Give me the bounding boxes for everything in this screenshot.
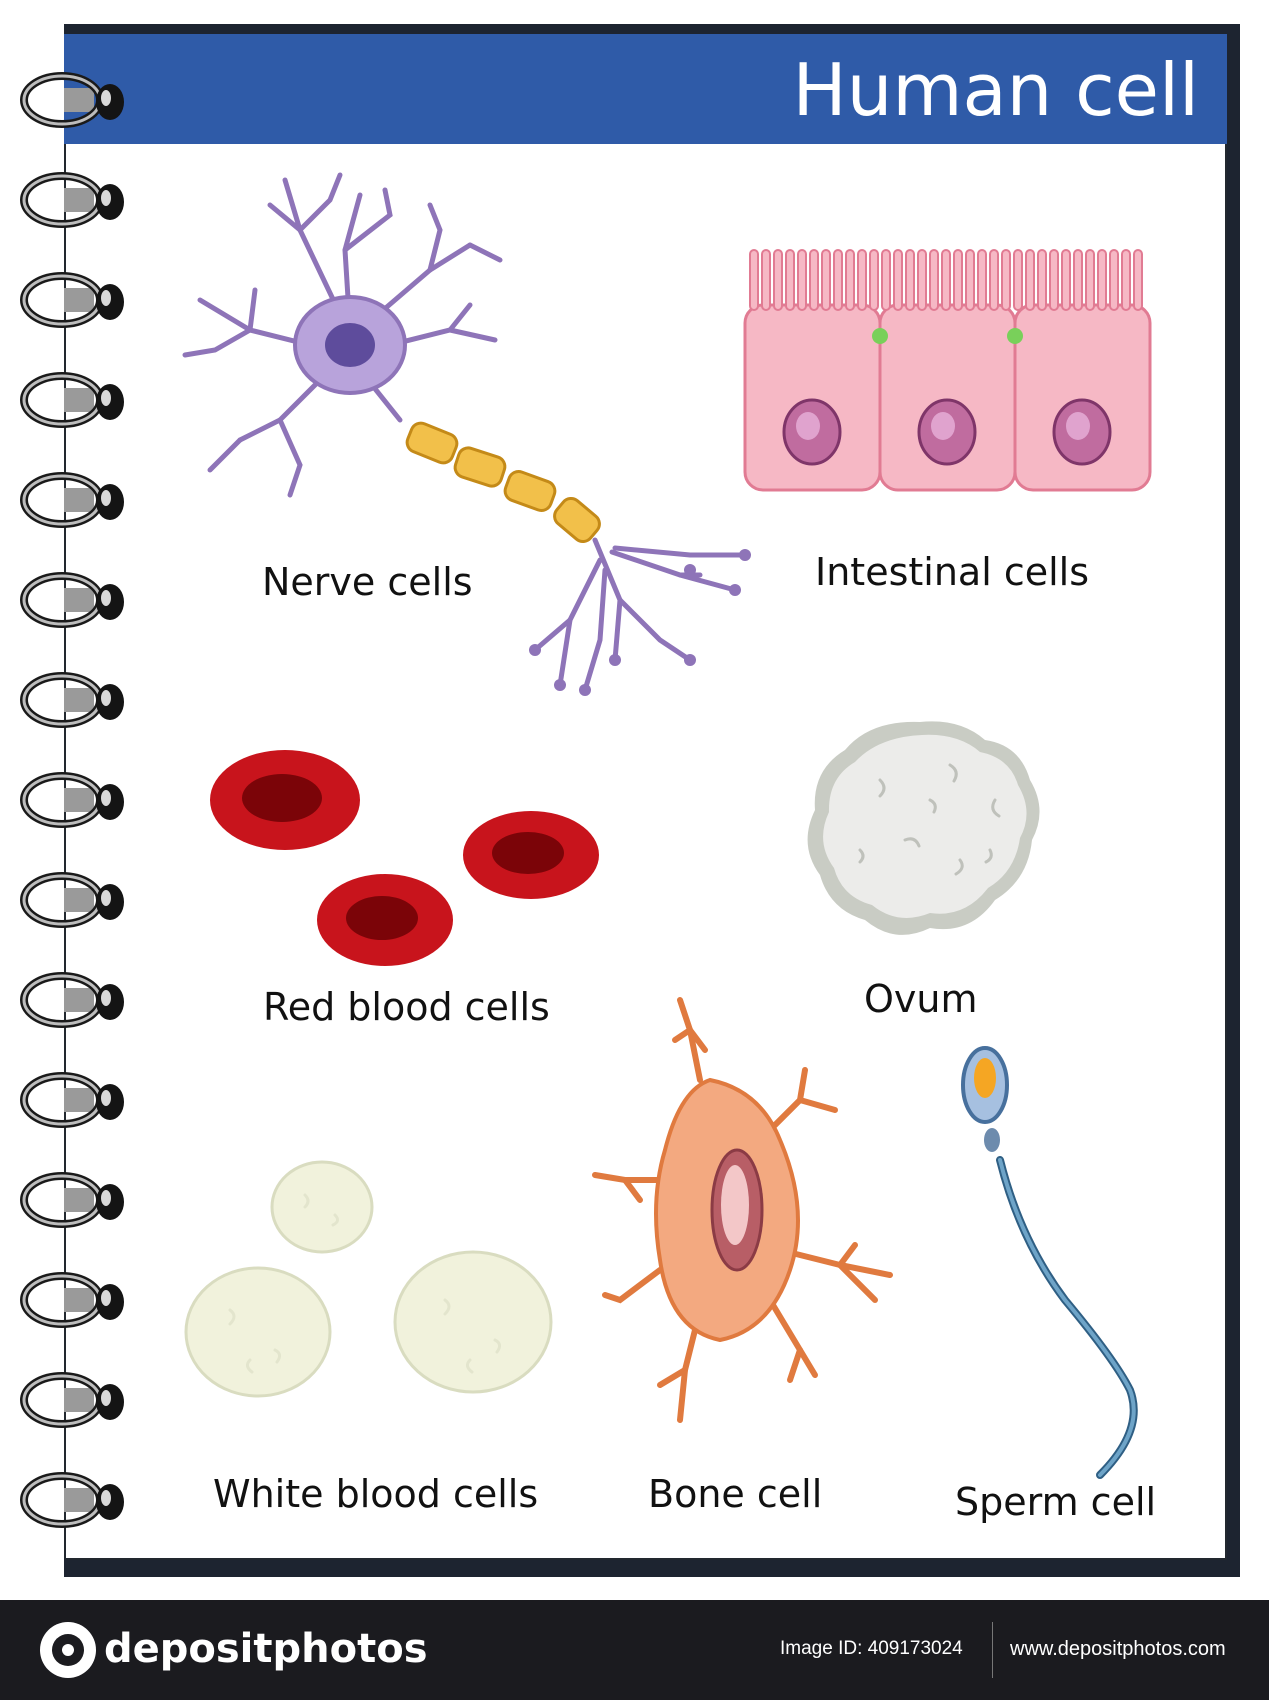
microvillus — [833, 249, 843, 311]
intestinal-cells-illustration — [743, 249, 1152, 492]
nerve-cells-label: Nerve cells — [262, 560, 473, 604]
binding-ring-icon — [20, 672, 124, 728]
microvillus — [881, 249, 891, 311]
microvillus — [965, 249, 975, 311]
binding-ring-icon — [20, 1072, 124, 1128]
microvillus — [869, 249, 879, 311]
microvillus — [977, 249, 987, 311]
ovum-label: Ovum — [864, 977, 978, 1021]
white-blood-cells-label: White blood cells — [213, 1472, 539, 1516]
sperm-cell-label: Sperm cell — [955, 1480, 1157, 1524]
sperm-cell-illustration — [961, 1046, 1138, 1479]
page-title: Human cell — [792, 48, 1199, 132]
title-bar — [64, 34, 1227, 144]
binding-ring-icon — [20, 272, 124, 328]
microvillus — [1073, 249, 1083, 311]
binding-ring-icon — [20, 572, 124, 628]
microvillus — [1049, 249, 1059, 311]
image-id: Image ID: 409173024 — [780, 1638, 963, 1659]
microvillus — [1133, 249, 1143, 311]
microvillus — [821, 249, 831, 311]
microvillus — [773, 249, 783, 311]
white-blood-cells-illustration — [184, 1160, 553, 1398]
binding-ring-icon — [20, 1172, 124, 1228]
nerve-cell-illustration — [182, 172, 751, 696]
ovum-illustration — [807, 721, 1040, 935]
microvillus — [905, 249, 915, 311]
intestinal-cells-label: Intestinal cells — [815, 550, 1090, 594]
microvillus — [761, 249, 771, 311]
microvillus — [953, 249, 963, 311]
microvillus — [1097, 249, 1107, 311]
binding-ring-icon — [20, 1272, 124, 1328]
microvillus — [857, 249, 867, 311]
binding-ring-icon — [20, 772, 124, 828]
binding-ring-icon — [20, 372, 124, 428]
red-blood-cells-label: Red blood cells — [263, 985, 550, 1029]
footer-bar: depositphotos Image ID: 409173024 www.de… — [0, 1600, 1269, 1700]
binding-ring-icon — [20, 72, 124, 128]
bone-cell-illustration — [592, 997, 893, 1423]
microvillus — [941, 249, 951, 311]
microvillus — [1109, 249, 1119, 311]
microvillus — [1001, 249, 1011, 311]
binding-ring-icon — [20, 1472, 124, 1528]
footer-divider — [992, 1622, 993, 1678]
bone-cell-label: Bone cell — [648, 1472, 823, 1516]
microvillus — [809, 249, 819, 311]
binding-ring-icon — [20, 1372, 124, 1428]
binding-ring-icon — [20, 872, 124, 928]
microvillus — [1013, 249, 1023, 311]
website-link[interactable]: www.depositphotos.com — [1010, 1638, 1226, 1660]
binding-ring-icon — [20, 472, 124, 528]
brand-name: depositphotos — [104, 1626, 428, 1672]
microvillus — [845, 249, 855, 311]
microvillus — [797, 249, 807, 311]
microvillus — [929, 249, 939, 311]
notebook: Human cell Nerve cells — [20, 24, 1240, 1577]
microvillus — [1037, 249, 1047, 311]
red-blood-cells-illustration — [210, 750, 599, 966]
microvillus — [1121, 249, 1131, 311]
microvillus — [749, 249, 759, 311]
binding-ring-icon — [20, 972, 124, 1028]
microvillus — [917, 249, 927, 311]
microvillus — [893, 249, 903, 311]
binding-ring-icon — [20, 172, 124, 228]
microvillus — [1061, 249, 1071, 311]
microvillus — [989, 249, 999, 311]
microvillus — [785, 249, 795, 311]
depositphotos-logo-icon — [40, 1622, 96, 1678]
microvillus — [1025, 249, 1035, 311]
microvillus — [1085, 249, 1095, 311]
